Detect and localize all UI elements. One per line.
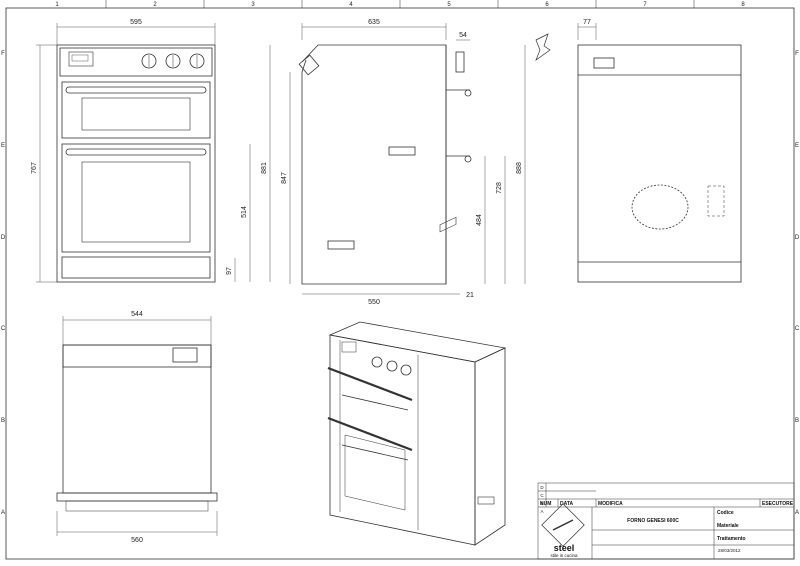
rev-row-label: B [540,501,543,506]
sheet-border [5,7,795,560]
rev-row-label: A [540,509,543,514]
dim-side-847: 847 [281,172,288,184]
dim-side-54: 54 [459,32,467,39]
label-trattamento: Trattamento [717,536,746,542]
dim-side-728: 728 [496,182,503,194]
grid-col-label: 3 [251,2,255,8]
logo-tagline: stile in cucina [550,553,578,558]
back-dimensions [577,23,597,40]
electric-symbol-icon [535,33,551,61]
dim-front-height-total: 767 [31,162,38,174]
title-block [537,482,795,560]
top-dimensions [56,316,218,536]
grid-row-label: D [795,235,800,241]
side-view [298,44,472,285]
grid-row-label: F [795,51,799,57]
top-view [56,344,218,512]
back-view [577,44,742,283]
grid-rows-left: F E D C B A [1,51,6,516]
grid-col-label: 1 [55,2,59,8]
grid-col-label: 7 [643,2,647,8]
grid-row-label: A [795,510,799,516]
dim-front-height-881: 881 [261,162,268,174]
dim-side-depth: 635 [368,19,380,26]
knob-icon [400,364,412,376]
grid-row-label: B [795,418,799,424]
col-exec-header: ESECUTORE [762,501,794,507]
label-codice: Codice [717,510,734,516]
front-dimensions [36,23,271,283]
dim-front-width: 595 [130,19,142,26]
dim-side-484: 484 [476,214,483,226]
drawing-date: 28/03/2012 [718,548,741,553]
rev-row-label: C [540,493,544,498]
grid-columns-top: 1 2 3 4 5 6 7 8 [55,2,745,8]
grid-row-label: F [1,51,5,57]
grid-col-label: 6 [545,2,549,8]
col-date-header: DATA [560,501,574,507]
grid-row-label: E [1,143,5,149]
col-num-header: NUM [540,501,551,507]
dim-top-544: 544 [131,311,143,318]
grid-col-label: 2 [153,2,157,8]
grid-row-label: C [795,326,800,332]
dim-back-77: 77 [583,19,591,26]
col-mod-header: MODIFICA [598,501,623,507]
knob-icon [189,53,205,69]
logo-text: steel [554,543,575,553]
grid-row-label: E [795,143,799,149]
grid-col-label: 4 [349,2,353,8]
steel-logo: steel stile in cucina [541,503,585,558]
product-title: FORNO GENESI 600C [627,518,679,524]
dim-top-560: 560 [131,537,143,544]
knob-icon [371,356,383,368]
grid-row-label: B [1,418,5,424]
grid-row-label: A [1,510,5,516]
dim-front-height-514: 514 [241,206,248,218]
side-dimensions [289,23,526,295]
rev-row-label: D [540,485,544,490]
grid-rows-right: F E D C B A [795,51,800,516]
grid-col-label: 5 [447,2,451,8]
knob-icon [386,360,398,372]
knob-icon [165,53,181,69]
dim-side-21: 21 [466,292,474,299]
dim-side-base: 550 [368,299,380,306]
grid-col-label: 8 [741,2,745,8]
grid-row-label: C [1,326,6,332]
knob-icon [141,53,157,69]
front-view [56,44,216,283]
isometric-view [327,216,507,546]
label-materiale: Materiale [717,523,739,529]
grid-column-ticks [105,0,695,8]
dim-side-888: 888 [516,162,523,174]
grid-row-label: D [1,235,6,241]
dim-front-height-97: 97 [226,267,233,275]
